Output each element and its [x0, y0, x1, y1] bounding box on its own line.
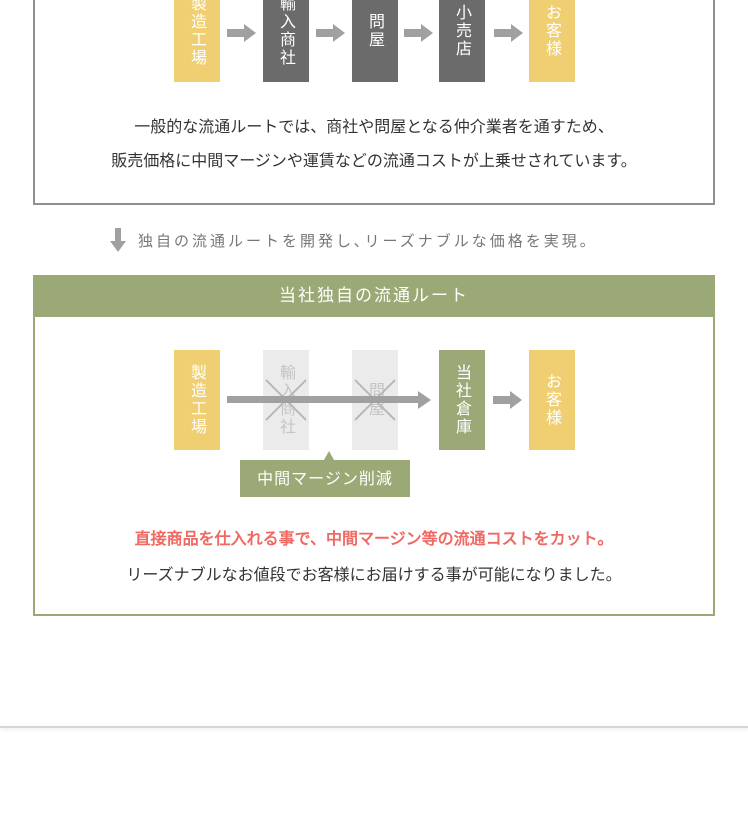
own-route-title: 当社独自の流通ルート	[33, 275, 715, 317]
transition-note: 独自の流通ルートを開発し､リーズナブルな価格を実現。	[110, 228, 598, 252]
step-label: 当社倉庫	[453, 364, 472, 436]
general-route-description-2: 販売価格に中間マージンや運賃などの流通コストが上乗せされています。	[111, 151, 637, 170]
general-route-description-1: 一般的な流通ルートでは、商社や問屋となる仲介業者を通すため、	[134, 117, 614, 136]
arrow-right-icon	[494, 24, 523, 42]
step-label: 輸入商社	[277, 0, 296, 67]
long-arrow-right-icon	[227, 391, 431, 409]
step-retailer: 小売店	[439, 0, 485, 82]
arrow-right-icon	[493, 391, 522, 409]
step-label: お客様	[543, 373, 562, 427]
transition-note-text: 独自の流通ルートを開発し､リーズナブルな価格を実現。	[138, 231, 598, 250]
step-factory: 製造工場	[174, 350, 220, 450]
step-customer: お客様	[529, 0, 575, 82]
step-label: 小売店	[453, 4, 472, 58]
highlight-text: 直接商品を仕入れる事で、中間マージン等の流通コストをカット。	[134, 529, 614, 548]
step-label: 製造工場	[188, 364, 207, 436]
arrow-right-icon	[227, 24, 256, 42]
arrow-down-icon	[110, 228, 126, 252]
general-route-panel	[33, 0, 715, 205]
arrow-right-icon	[404, 24, 433, 42]
step-factory: 製造工場	[174, 0, 220, 82]
step-import-trader: 輸入商社	[263, 0, 309, 82]
step-label: 製造工場	[188, 0, 207, 67]
arrow-right-icon	[316, 24, 345, 42]
step-label: お客様	[543, 4, 562, 58]
own-route-panel: 当社独自の流通ルート	[33, 275, 715, 616]
step-wholesaler: 問屋	[352, 0, 398, 82]
step-own-warehouse: 当社倉庫	[439, 350, 485, 450]
margin-reduction-label: 中間マージン削減	[240, 451, 410, 497]
step-customer: お客様	[529, 350, 575, 450]
footer-divider	[0, 726, 748, 728]
step-label: 問屋	[366, 13, 385, 49]
summary-text: リーズナブルなお値段でお客様にお届けする事が可能になりました。	[126, 565, 622, 584]
